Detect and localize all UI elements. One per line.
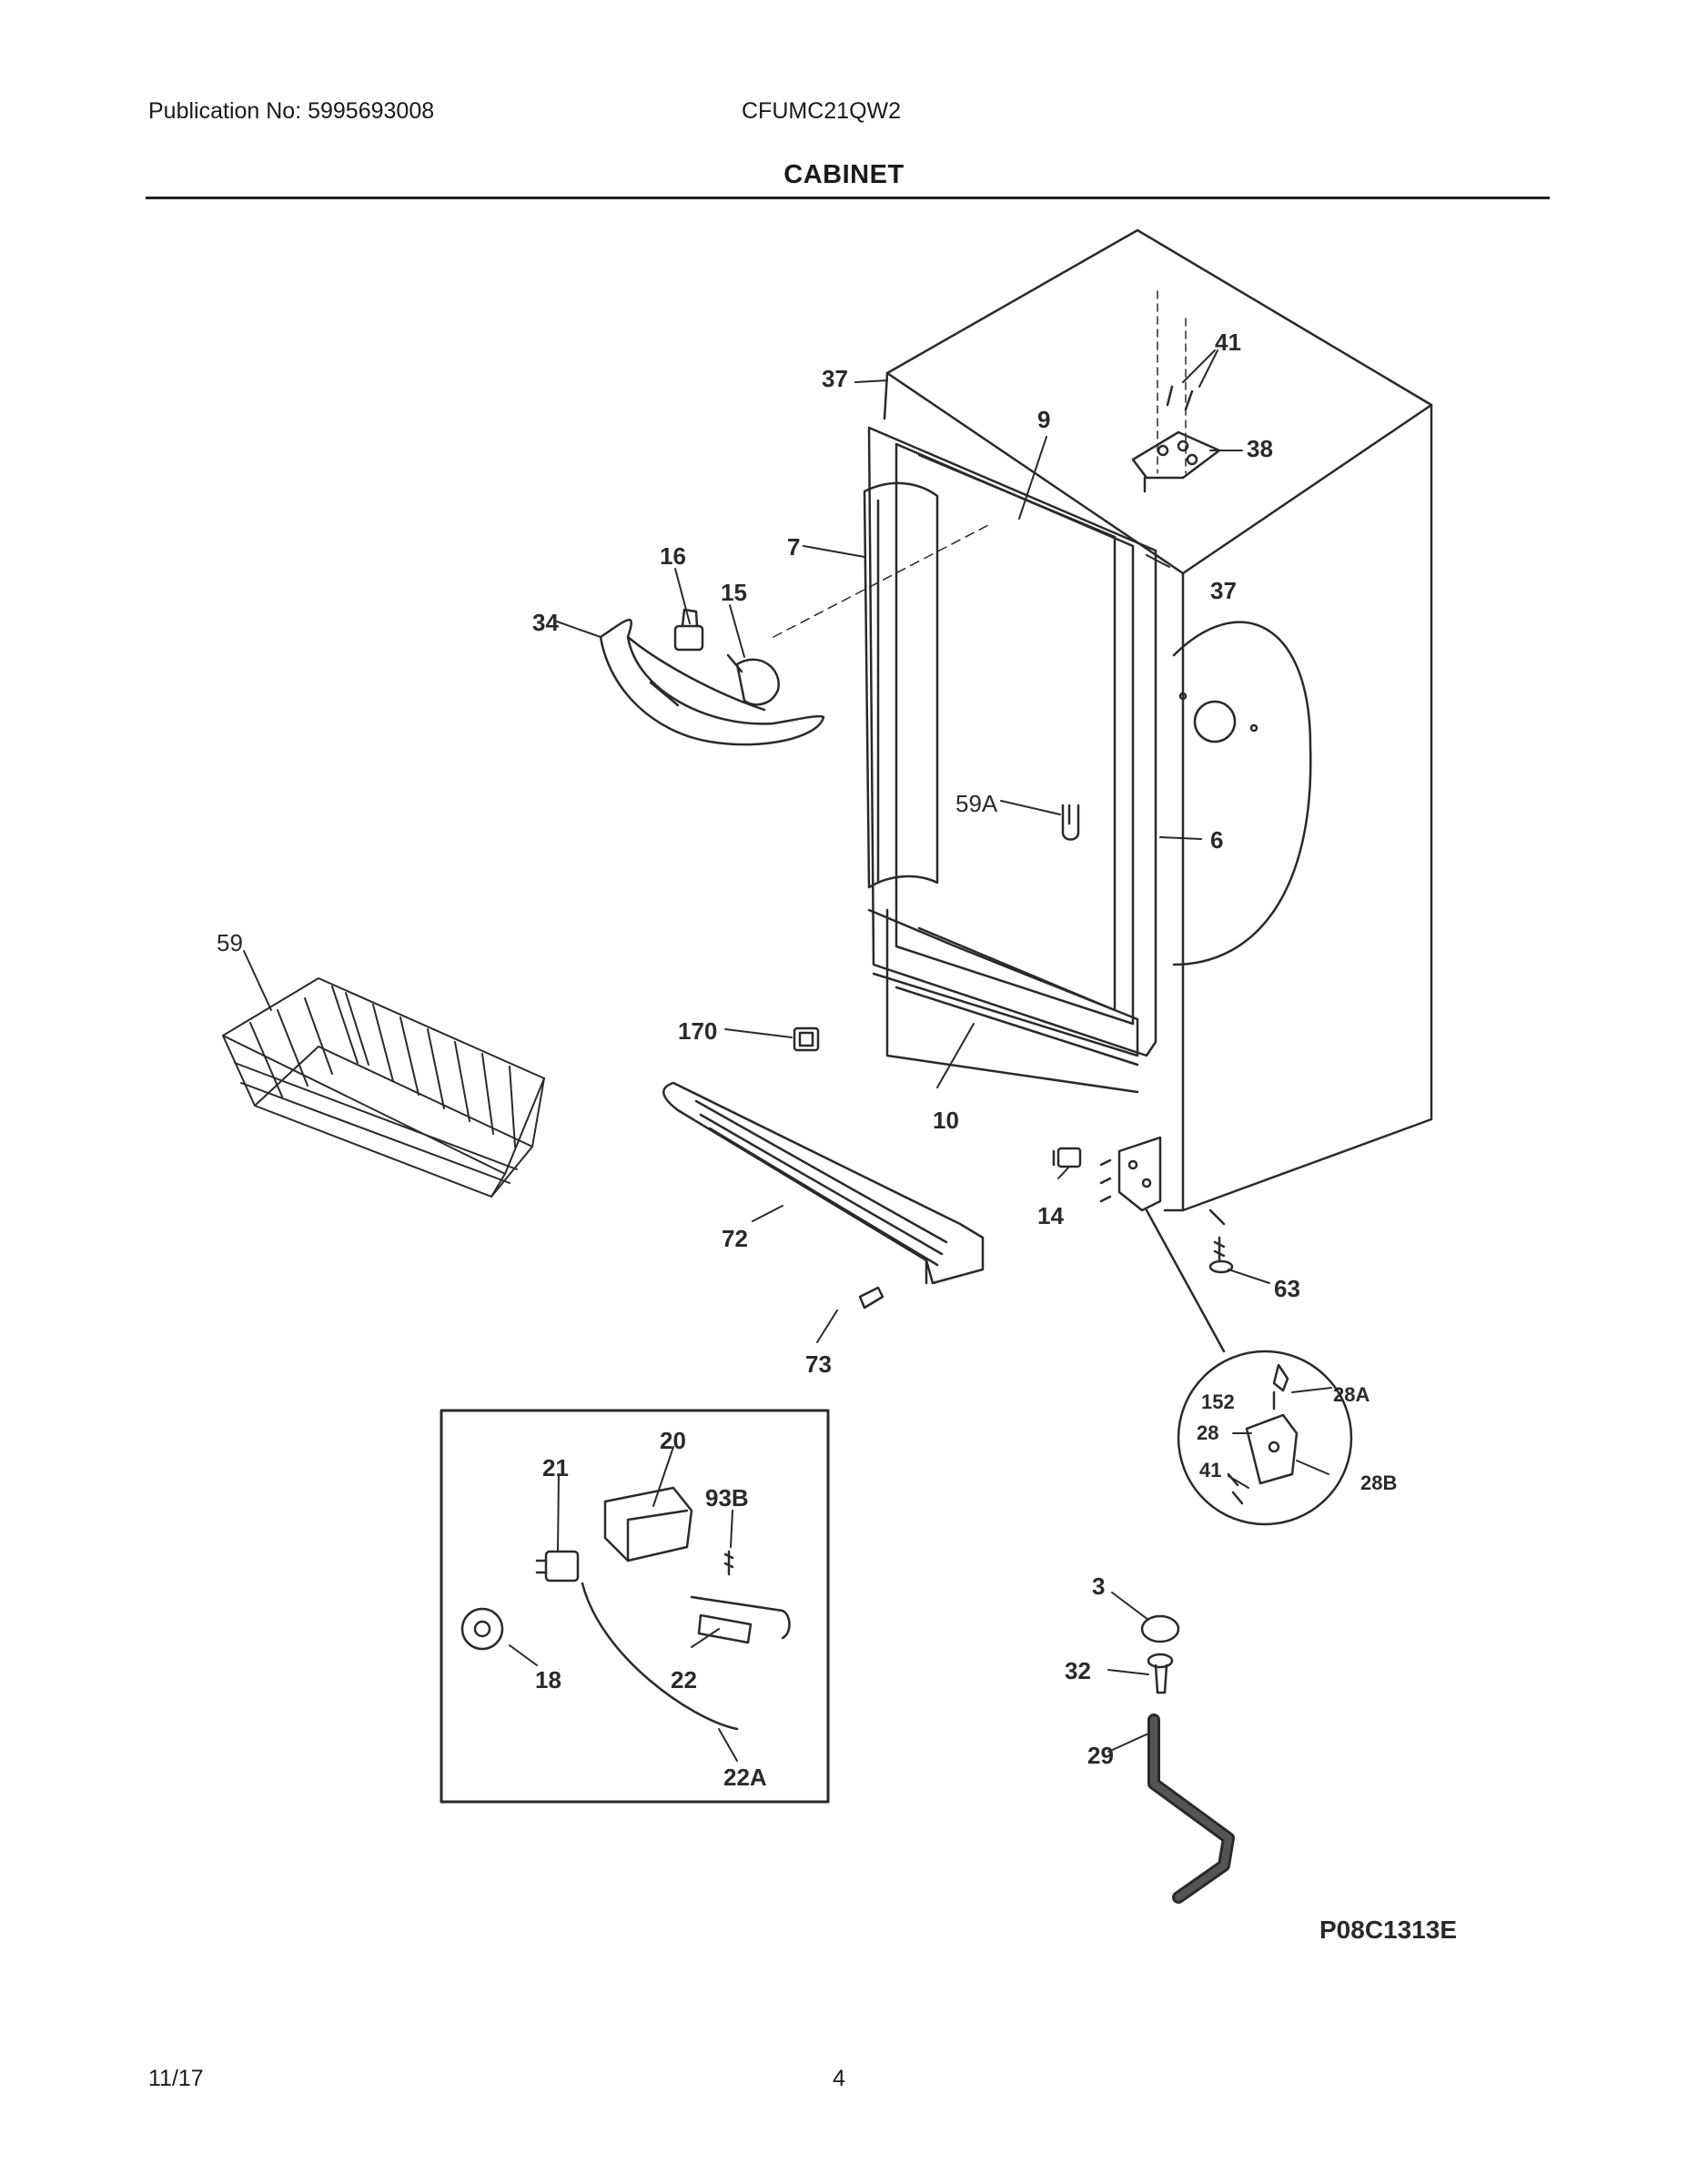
bottom-hinge-28 [1099, 1136, 1162, 1212]
callout-label: 41 [1199, 1459, 1221, 1481]
cover-20 [603, 1486, 693, 1562]
grille-screw-73 [858, 1286, 884, 1309]
callout-label: 34 [532, 609, 559, 636]
diagram-code: P08C1313E [1319, 1916, 1457, 1944]
footer-date: 11/17 [148, 2066, 204, 2091]
light-bulb-15 [726, 522, 993, 706]
callout-label: 32 [1065, 1657, 1091, 1684]
callout-label: 7 [787, 533, 800, 561]
switch-14 [1052, 1147, 1082, 1168]
light-shield-34 [599, 619, 825, 746]
callout-label: 38 [1247, 435, 1273, 462]
callout-label: 63 [1274, 1275, 1300, 1302]
leveling-leg-63 [1208, 1236, 1234, 1274]
callout-label: 93B [705, 1484, 749, 1512]
callout-label: 59A [955, 790, 998, 817]
cabinet-body [883, 228, 1433, 1212]
light-socket-16 [673, 608, 704, 652]
page-number: 4 [833, 2066, 845, 2091]
screw-93B [723, 1550, 734, 1576]
callout-label: 9 [1037, 406, 1050, 433]
callout-label: 37 [822, 365, 848, 392]
callout-label: 28B [1360, 1471, 1397, 1494]
callout-label: 6 [1210, 826, 1223, 854]
drain-cap-32 [1147, 1653, 1174, 1694]
callout-label: 72 [722, 1225, 748, 1252]
callout-label: 16 [660, 542, 686, 570]
defrost-inset-box [440, 1409, 830, 1804]
drain-tube-29 [1147, 1714, 1235, 1904]
hinge-detail-circle [1145, 1208, 1353, 1526]
knob-18 [460, 1607, 504, 1651]
top-hinge-38 [1131, 290, 1221, 493]
publication-number: Publication No: 5995693008 [148, 98, 435, 124]
callout-label: 21 [542, 1454, 569, 1481]
callout-label: 28 [1197, 1421, 1218, 1444]
callout-label: 59 [217, 929, 243, 956]
callout-label: 28A [1333, 1383, 1370, 1406]
model-number: CFUMC21QW2 [742, 98, 902, 124]
drain-plug-3 [1140, 1614, 1180, 1643]
callout-label: 41 [1215, 329, 1241, 356]
callout-label: 22 [671, 1666, 697, 1694]
callout-label: 22A [723, 1764, 767, 1791]
callout-label: 73 [805, 1350, 832, 1378]
header-rule [146, 197, 1550, 199]
liner-breaker-7 [863, 481, 939, 889]
callout-label: 3 [1092, 1572, 1105, 1600]
wire-basket-59 [222, 977, 545, 1198]
bottom-breaker-10 [867, 908, 1139, 1067]
leader-lines [243, 349, 1332, 1762]
door-frame-6 [867, 426, 1157, 1057]
callout-label: 10 [933, 1107, 959, 1134]
callout-label: 14 [1037, 1202, 1064, 1229]
shelf-bracket-59A [1061, 804, 1080, 841]
callout-label: 170 [678, 1017, 717, 1045]
callout-label: 37 [1210, 577, 1237, 604]
page-title: CABINET [783, 160, 905, 189]
callout-label: 29 [1087, 1742, 1114, 1769]
callout-label: 18 [535, 1666, 561, 1694]
heater-22 [690, 1595, 791, 1644]
callout-label: 15 [721, 579, 747, 606]
toe-grille-72 [662, 1081, 985, 1285]
callout-label: 152 [1201, 1390, 1235, 1413]
callout-label: 20 [660, 1427, 686, 1454]
switch-170 [793, 1026, 820, 1052]
timer-21 [535, 1550, 739, 1731]
